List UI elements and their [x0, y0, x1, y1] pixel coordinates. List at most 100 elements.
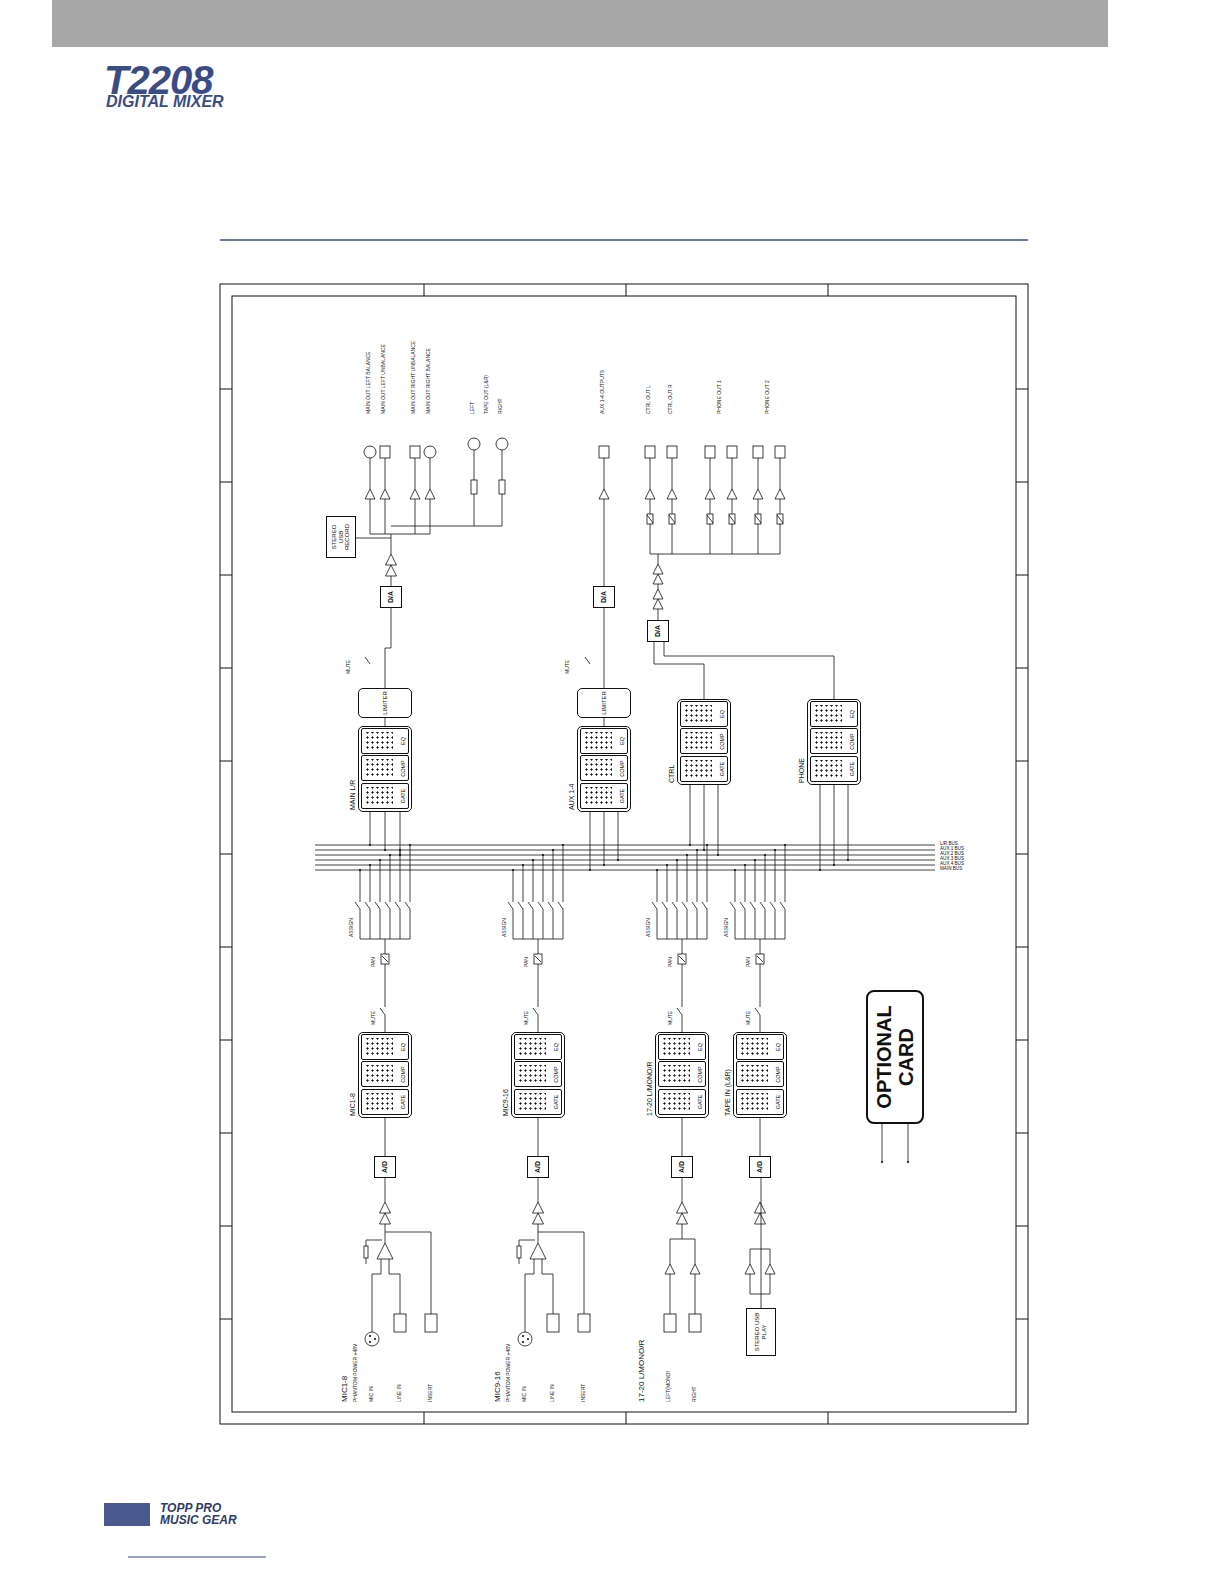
node-text: EQ: [775, 1043, 781, 1051]
mix-bus: [315, 870, 935, 871]
wire: [745, 909, 746, 939]
frame-tick: [220, 1319, 232, 1320]
amp-symbol: [653, 564, 663, 574]
rca-jack: [468, 438, 480, 450]
wire: [682, 1178, 683, 1202]
wire: [390, 909, 391, 939]
signal-label: PAN: [746, 957, 752, 967]
junction-dot: [522, 1335, 524, 1337]
wire: [750, 1249, 760, 1264]
switch-symbol: [662, 902, 667, 909]
signal-label: TAPE OUT (L&R): [484, 375, 490, 414]
wire: [760, 1249, 770, 1264]
wire: [775, 850, 776, 902]
bus-label: AUX 1 BUS: [940, 847, 964, 852]
wire: [385, 812, 386, 850]
wire: [538, 939, 539, 954]
brand-text: TOPP PRO: [160, 1502, 221, 1514]
frame-tick: [220, 854, 232, 855]
pan-pointer: [679, 956, 685, 962]
footer-rule: [128, 1557, 266, 1558]
dsp-section: GATE: [361, 1089, 409, 1115]
amp-symbol: [705, 489, 715, 499]
frame-tick: [220, 1226, 232, 1227]
dsp-section: COMP: [736, 1062, 784, 1088]
wire: [657, 909, 658, 939]
wire: [755, 860, 756, 902]
wire: [658, 554, 659, 564]
wire: [650, 499, 651, 514]
wire: [682, 1015, 683, 1032]
switch-symbol: [548, 902, 553, 909]
junction-dot: [881, 1161, 883, 1163]
signal-label: CTRL OUT L: [646, 385, 652, 414]
wire: [513, 939, 563, 940]
switch-symbol: [405, 902, 410, 909]
wire: [380, 860, 381, 902]
frame-tick: [220, 761, 232, 762]
node-text: EQ: [400, 737, 406, 745]
amp-symbol: [599, 489, 609, 499]
dsp-section: EQ: [658, 1034, 706, 1060]
signal-label: RIGHT: [692, 1386, 698, 1402]
signal-label: LEFT(MONO): [666, 1371, 672, 1402]
wire: [735, 939, 785, 940]
wire: [670, 1274, 671, 1314]
connector-layer: [220, 284, 1028, 1424]
limiter-box: LIMITER: [577, 688, 631, 718]
wire: [834, 785, 835, 865]
wire: [670, 1224, 682, 1264]
frame-tick: [424, 1412, 425, 1424]
signal-connector: [761, 1178, 762, 1308]
signal-label: MAIN OUT RIGHT UNBALANCE: [411, 341, 417, 414]
signal-connector: [604, 718, 605, 726]
level-control: [707, 514, 713, 524]
block-heading: PHONE: [798, 758, 806, 783]
node-text: EQ: [400, 1043, 406, 1051]
signal-label: MUTE: [746, 1011, 752, 1025]
brand-text: DIGITAL MIXER: [106, 94, 224, 110]
jack-symbol: [727, 446, 737, 458]
frame-tick: [828, 1412, 829, 1424]
wire: [385, 499, 386, 534]
junction-dot: [527, 1338, 529, 1340]
wire: [704, 785, 705, 850]
insert-jack: [578, 1314, 590, 1332]
pan-control: [381, 954, 389, 964]
block-heading: 17-20 L/MONO/R: [646, 1062, 654, 1116]
amp-symbol: [753, 489, 763, 499]
wire: [658, 584, 659, 589]
node-text: A/D: [756, 1161, 764, 1173]
junction-dot: [374, 1338, 376, 1340]
wire: [391, 534, 392, 554]
wire: [538, 1178, 539, 1202]
amp-symbol: [386, 565, 397, 576]
wire: [785, 845, 786, 902]
switch-symbol: [770, 902, 775, 909]
wire: [760, 1274, 770, 1294]
jack-symbol: [667, 446, 677, 458]
amp-symbol: [727, 489, 737, 499]
frame-inner: [232, 296, 1016, 1412]
frame-tick: [1016, 1319, 1028, 1320]
dsp-section: GATE: [736, 1089, 784, 1115]
footer-block: [104, 1503, 150, 1526]
node-text: COMP: [719, 733, 725, 750]
pan-control: [756, 954, 764, 964]
jack-symbol: [753, 446, 763, 458]
wire: [553, 850, 554, 902]
knob-grid: [518, 1038, 546, 1056]
signal-label: PHANTOM POWER +48V: [506, 1344, 512, 1402]
frame-outer: [220, 284, 1028, 1424]
processing-block: AUX 1-4GATECOMPEQ: [577, 726, 631, 812]
wire: [672, 499, 673, 514]
wire: [370, 458, 371, 489]
frame-tick: [220, 482, 232, 483]
node-text: EQ: [619, 737, 625, 745]
wire: [848, 785, 849, 860]
wire: [370, 534, 430, 535]
switch-symbol: [355, 902, 360, 909]
dsp-section: GATE: [580, 783, 628, 809]
wire: [780, 458, 781, 489]
dsp-section: GATE: [658, 1089, 706, 1115]
